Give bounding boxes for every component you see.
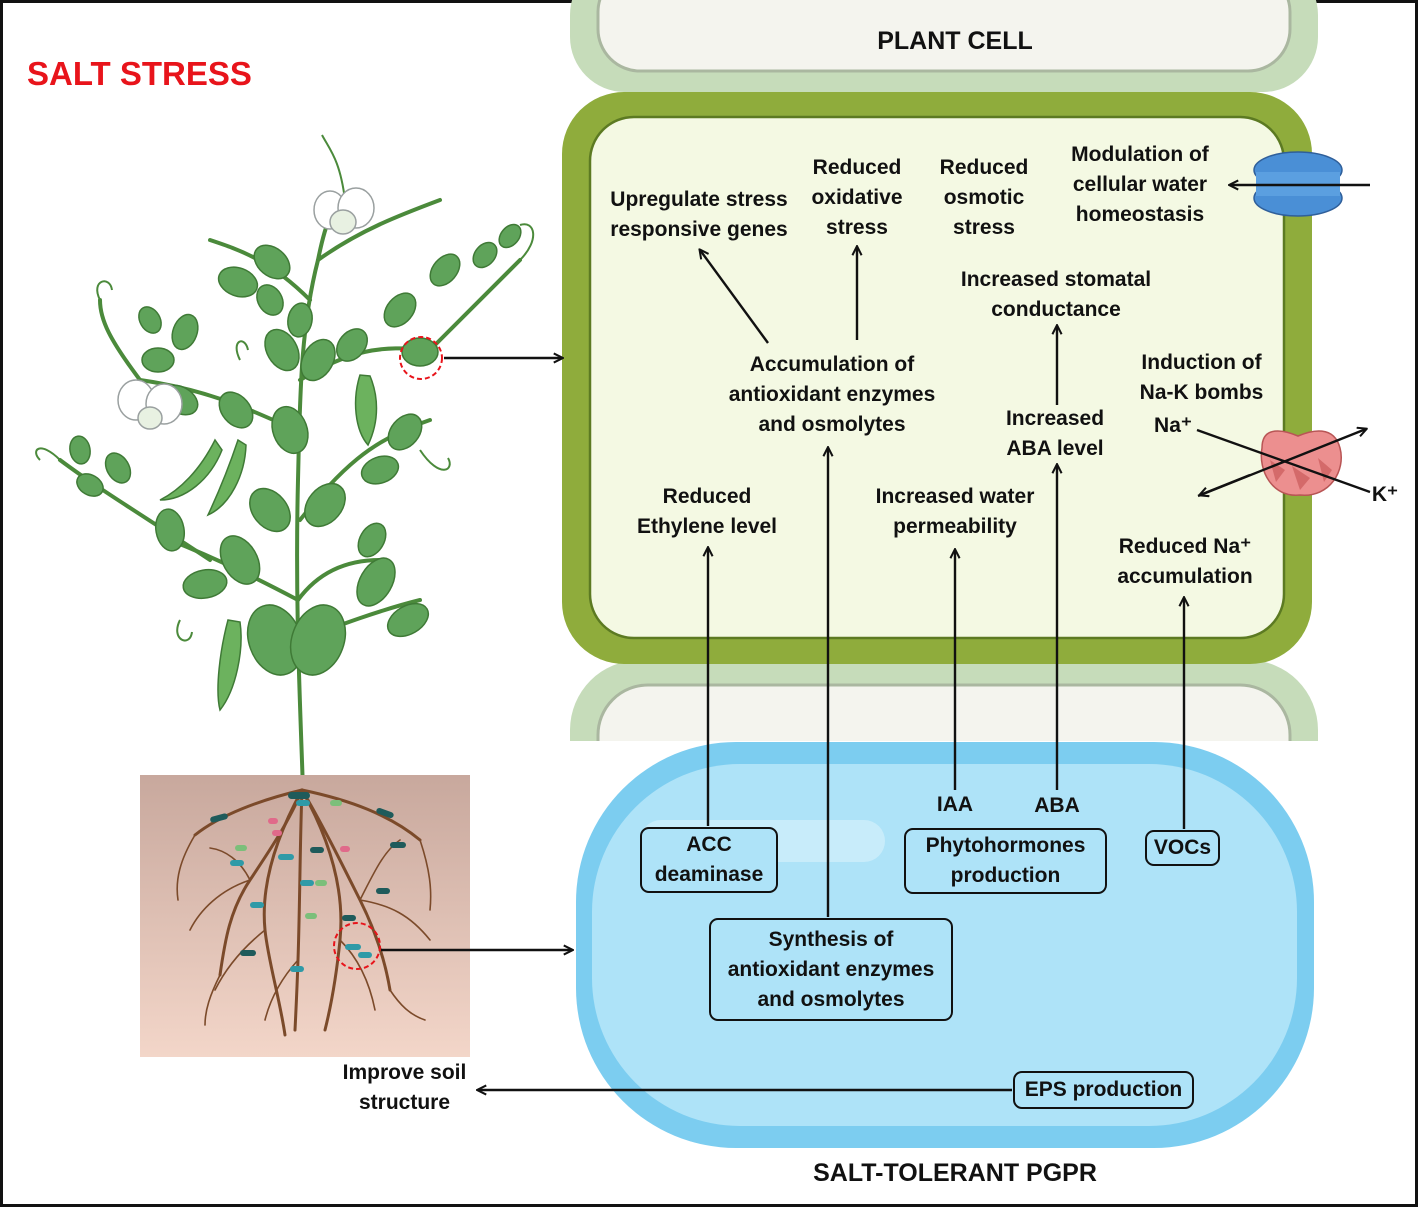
reduced-na-label: Reduced Na⁺ accumulation <box>1117 535 1253 588</box>
eps-production-box: EPS production <box>1013 1071 1194 1109</box>
stomatal-conductance-label: Increased stomatal conductance <box>960 268 1152 321</box>
plant-cell <box>562 92 1312 664</box>
plant-cell-label: PLANT CELL <box>877 27 1033 55</box>
na-out-arrowhead-stub <box>1200 473 1251 495</box>
reduced-osmotic-label: Reduced osmotic stress <box>939 156 1029 239</box>
iaa-label: IAA <box>936 793 974 816</box>
accumulation-to-upregulate-arrow <box>700 250 769 344</box>
bacteria-icon <box>210 792 406 972</box>
synthesis-box: Synthesis of antioxidant enzymes and osm… <box>709 918 953 1021</box>
na-k-pump-icon <box>1260 430 1342 496</box>
ethylene-label: Reduced Ethylene level <box>636 485 778 538</box>
k-ion-label: K⁺ <box>1371 483 1399 506</box>
acc-deaminase-box: ACC deaminase <box>640 827 778 893</box>
upregulate-genes-label: Upregulate stress responsive genes <box>610 188 788 241</box>
vocs-box: VOCs <box>1145 830 1220 866</box>
aba-label: ABA <box>1034 794 1080 817</box>
pea-plant-icon <box>35 134 535 792</box>
water-homeostasis-label: Modulation of cellular water homeostasis <box>1071 143 1209 226</box>
accumulation-label: Accumulation of antioxidant enzymes and … <box>728 353 936 436</box>
root-zoom-circle <box>333 922 381 970</box>
reduced-oxidative-label: Reduced oxidative stress <box>811 156 903 239</box>
pgpr-label: SALT-TOLERANT PGPR <box>813 1159 1097 1187</box>
aba-level-label: Increased ABA level <box>1005 407 1105 460</box>
water-permeability-label: Increased water permeability <box>875 485 1035 538</box>
phytohormones-box: Phytohormones production <box>904 828 1107 894</box>
na-k-pumps-label: Induction of Na-K bombs <box>1139 351 1264 404</box>
leaf-zoom-circle <box>399 336 443 380</box>
salt-stress-title: SALT STRESS <box>27 55 252 92</box>
neighbor-cell-top <box>570 0 1318 92</box>
improve-soil-label: Improve soil structure <box>342 1061 467 1114</box>
na-ion-label: Na⁺ <box>1154 414 1192 437</box>
